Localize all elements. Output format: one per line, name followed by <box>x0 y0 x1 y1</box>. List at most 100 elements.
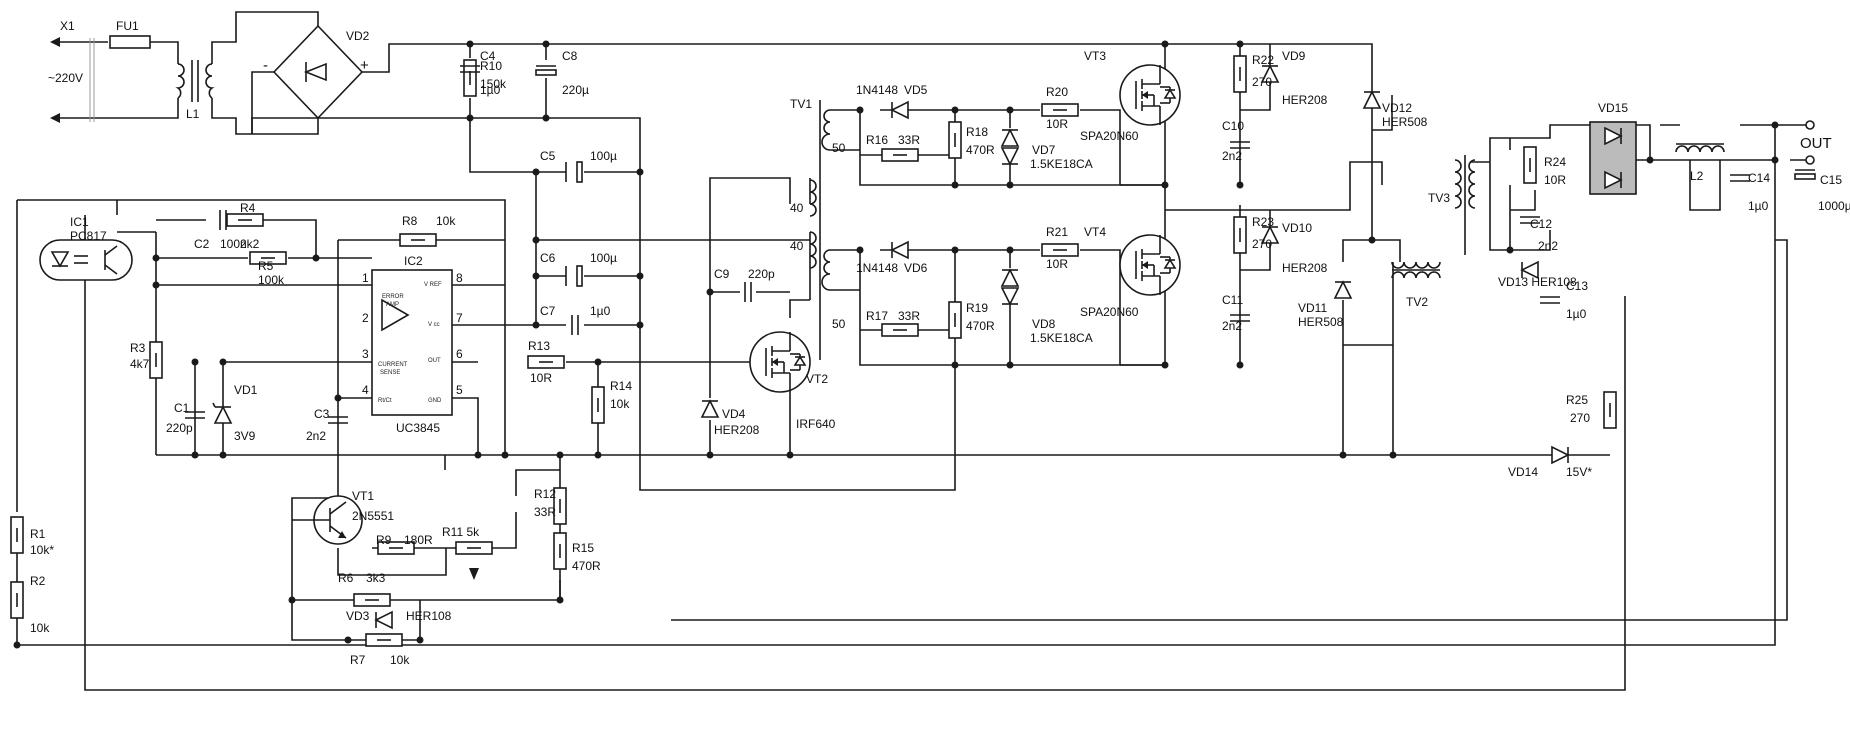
label-l2: L2 <box>1690 169 1704 183</box>
label-vt1-value: 2N5551 <box>352 509 394 523</box>
label-c9-value: 220p <box>748 267 775 281</box>
label-vd6: VD6 <box>904 261 928 275</box>
label-r19-value: 470R <box>966 319 995 333</box>
label-r7: R7 <box>350 653 366 667</box>
label-c13-value: 1µ0 <box>1566 307 1587 321</box>
capacitor-c5 <box>565 161 583 183</box>
label-vd3: VD3 <box>346 609 370 623</box>
label-r5-value: 100k <box>258 273 285 287</box>
label-r18: R18 <box>966 125 988 139</box>
label-r9-value: 180R <box>404 533 433 547</box>
label-pin6: 6 <box>456 347 463 361</box>
label-r25: R25 <box>1566 393 1588 407</box>
resistor-r14 <box>591 386 605 424</box>
label-ic-gnd: GND <box>428 398 442 404</box>
label-c14: C14 <box>1748 171 1770 185</box>
capacitor-c15 <box>1794 169 1816 180</box>
label-r22: R22 <box>1252 53 1274 67</box>
label-r15-value: 470R <box>572 559 601 573</box>
inductor-l2 <box>1675 143 1725 153</box>
label-c13: C13 <box>1566 279 1588 293</box>
bridge-vd2 <box>272 24 364 120</box>
label-tv2: TV2 <box>1406 295 1428 309</box>
label-r17: R17 <box>866 309 888 323</box>
label-r8-value: 10k <box>436 214 456 228</box>
label-r9: R9 <box>376 533 392 547</box>
label-r3: R3 <box>130 341 146 355</box>
label-r1-value: 10k* <box>30 543 54 557</box>
label-pin2: 2 <box>362 311 369 325</box>
fuse-fu1 <box>109 35 151 49</box>
label-c14-value: 1µ0 <box>1748 199 1769 213</box>
label-c8: C8 <box>562 49 578 63</box>
resistor-r13 <box>527 355 565 369</box>
label-pin8: 8 <box>456 271 463 285</box>
capacitor-c6 <box>565 265 583 287</box>
potentiometer-r11 <box>455 541 493 580</box>
label-r7-value: 10k <box>390 653 410 667</box>
label-pin3: 3 <box>362 347 369 361</box>
label-fu1: FU1 <box>116 19 139 33</box>
label-c6: C6 <box>540 251 556 265</box>
label-c11: C11 <box>1222 293 1243 307</box>
label-vd5: VD5 <box>904 83 928 97</box>
label-r25-value: 270 <box>1570 411 1590 425</box>
label-r2: R2 <box>30 574 46 588</box>
label-r12-value: 33R <box>534 505 556 519</box>
resistor-r1 <box>10 516 24 554</box>
label-ic-vcc: V cc <box>428 322 440 328</box>
mosfet-vt4 <box>1119 234 1181 296</box>
label-r20-value: 10R <box>1046 117 1068 131</box>
label-ic-amp: AMP <box>386 302 399 308</box>
label-vd3-value: HER108 <box>406 609 452 623</box>
label-vd7-value: 1.5KE18CA <box>1030 157 1093 171</box>
label-tv3: TV3 <box>1428 191 1450 205</box>
label-r4: R4 <box>240 201 256 215</box>
labels: X1 FU1 ~220V L1 VD2 - + R10 150k C4 1µ0 … <box>30 19 1850 667</box>
label-vd8: VD8 <box>1032 317 1056 331</box>
label-mains: ~220V <box>48 71 83 85</box>
label-vt2: VT2 <box>806 372 828 386</box>
label-bridge-minus: - <box>263 57 268 74</box>
label-c7-value: 1µ0 <box>590 304 611 318</box>
label-r24: R24 <box>1544 155 1566 169</box>
resistor-r20 <box>1041 103 1079 117</box>
diode-module-vd15 <box>1589 121 1637 195</box>
label-bridge-plus: + <box>360 57 369 74</box>
label-vd14-value: 15V* <box>1566 465 1592 479</box>
label-r3-value: 4k7 <box>130 357 150 371</box>
label-c5: C5 <box>540 149 556 163</box>
label-tv1-w1: 50 <box>832 141 846 155</box>
label-r20: R20 <box>1046 85 1068 99</box>
label-vd5-type: 1N4148 <box>856 83 898 97</box>
ic-ic2 <box>371 269 453 416</box>
label-r16: R16 <box>866 133 888 147</box>
resistor-r21 <box>1041 243 1079 257</box>
label-c12: C12 <box>1530 217 1552 231</box>
label-c2: C2 <box>194 237 210 251</box>
label-ic-error: ERROR <box>382 294 404 300</box>
label-vd12: VD12 <box>1382 101 1412 115</box>
label-r14-value: 10k <box>610 397 630 411</box>
label-c3-value: 2n2 <box>306 429 326 443</box>
resistor-r19 <box>948 301 962 339</box>
label-r17-value: 33R <box>898 309 920 323</box>
label-r4-value: 2k2 <box>240 237 260 251</box>
label-vd13: VD13 HER108 <box>1498 275 1577 289</box>
label-r19: R19 <box>966 301 988 315</box>
resistor-r15 <box>553 532 567 570</box>
label-c12-value: 2n2 <box>1538 239 1558 253</box>
label-r16-value: 33R <box>898 133 920 147</box>
label-c9: C9 <box>714 267 730 281</box>
label-r22-value: 270 <box>1252 75 1272 89</box>
resistor-r4 <box>226 213 264 227</box>
label-c8-value: 220µ <box>562 83 589 97</box>
label-c5-value: 100µ <box>590 149 617 163</box>
label-c11-value: 2n2 <box>1222 319 1242 333</box>
label-vd9-value: HER208 <box>1282 93 1328 107</box>
mosfet-vt3 <box>1119 64 1181 126</box>
label-pin7: 7 <box>456 311 463 325</box>
label-vd12-value: HER508 <box>1382 115 1428 129</box>
